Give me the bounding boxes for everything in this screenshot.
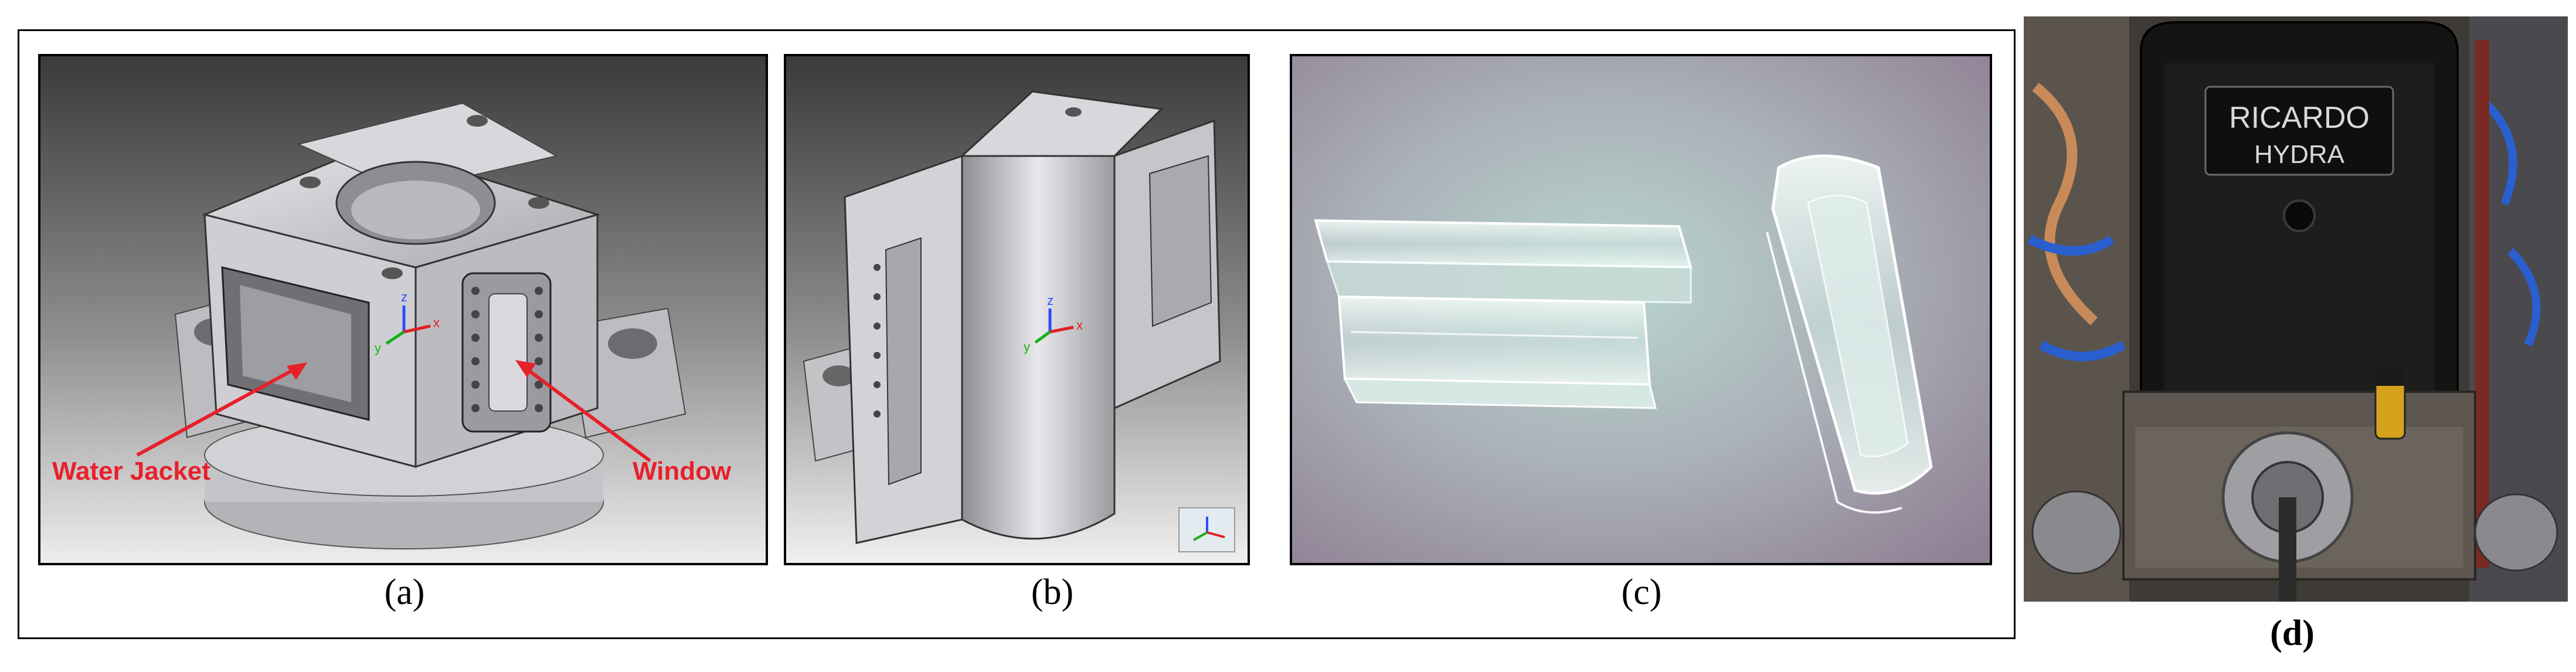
figure-frame (18, 29, 2016, 639)
blue-hose (2027, 235, 2115, 256)
flange-hole (823, 365, 855, 386)
copper-pipe (2032, 82, 2098, 325)
caption-d: (d) (2270, 613, 2315, 653)
panel-d-drawing: RICARDO HYDRA (2024, 16, 2568, 602)
axis-triad-icon: z x y (375, 290, 440, 355)
panel-b-cad-section: z x y (784, 54, 1250, 565)
panel-c-glass-photo (1290, 54, 1992, 565)
section-bolt-holes (874, 264, 881, 418)
right-motor (2474, 493, 2558, 572)
section-top-plate (960, 90, 1164, 157)
blue-hose (2507, 248, 2541, 347)
brand-top-text: RICARDO (2229, 101, 2370, 135)
crankshaft (2279, 497, 2296, 602)
brand-bottom-text: HYDRA (2254, 140, 2345, 169)
bolt-hole (1065, 107, 1082, 117)
bolt-hole (528, 197, 549, 209)
right-flange-hole (608, 328, 657, 359)
window-arrow (515, 360, 651, 463)
flat-glass-window (1314, 219, 1693, 409)
optical-window-glass (488, 293, 528, 412)
section-cylinder-bore (961, 128, 1116, 540)
curved-glass-window (1766, 154, 1933, 514)
window-label: Window (633, 457, 732, 486)
cylinder-bore-inner (351, 181, 480, 239)
svg-text:x: x (1076, 318, 1083, 332)
axis-triad-icon: z x y (1024, 293, 1083, 354)
ignition-coil-cap (2376, 368, 2405, 386)
section-right-cutout (1148, 155, 1212, 327)
panel-a-drawing: z x y Water Jacket Window (40, 56, 766, 563)
blue-hose (2039, 341, 2126, 361)
caption-b: (b) (1031, 572, 1074, 612)
panel-a-cad-liner: z x y Water Jacket Window (38, 54, 768, 565)
left-motor (2031, 490, 2122, 575)
water-jacket-label: Water Jacket (52, 457, 210, 486)
bolt-hole (382, 267, 403, 279)
svg-text:z: z (1047, 293, 1053, 308)
section-window-slot (885, 237, 922, 486)
bolt-hole (467, 115, 488, 127)
brand-plate (2204, 86, 2394, 176)
red-frame-bar (2475, 40, 2489, 568)
bolt-hole (300, 177, 321, 188)
panel-d-engine-photo: RICARDO HYDRA (2024, 16, 2568, 602)
cover-knob (2283, 199, 2316, 232)
caption-a: (a) (384, 572, 425, 612)
svg-text:x: x (433, 315, 440, 330)
water-jacket-inner (240, 285, 351, 402)
svg-text:y: y (375, 341, 381, 355)
panel-b-drawing: z x y (786, 56, 1248, 563)
blue-hose (2484, 101, 2517, 206)
caption-c: (c) (1621, 572, 1662, 612)
view-orientation-icon (1178, 507, 1235, 552)
svg-text:z: z (401, 290, 407, 304)
water-jacket-arrow (136, 362, 307, 457)
window-bolt-holes (471, 287, 543, 412)
panel-c-drawing (1292, 56, 1990, 563)
svg-text:y: y (1024, 340, 1030, 354)
